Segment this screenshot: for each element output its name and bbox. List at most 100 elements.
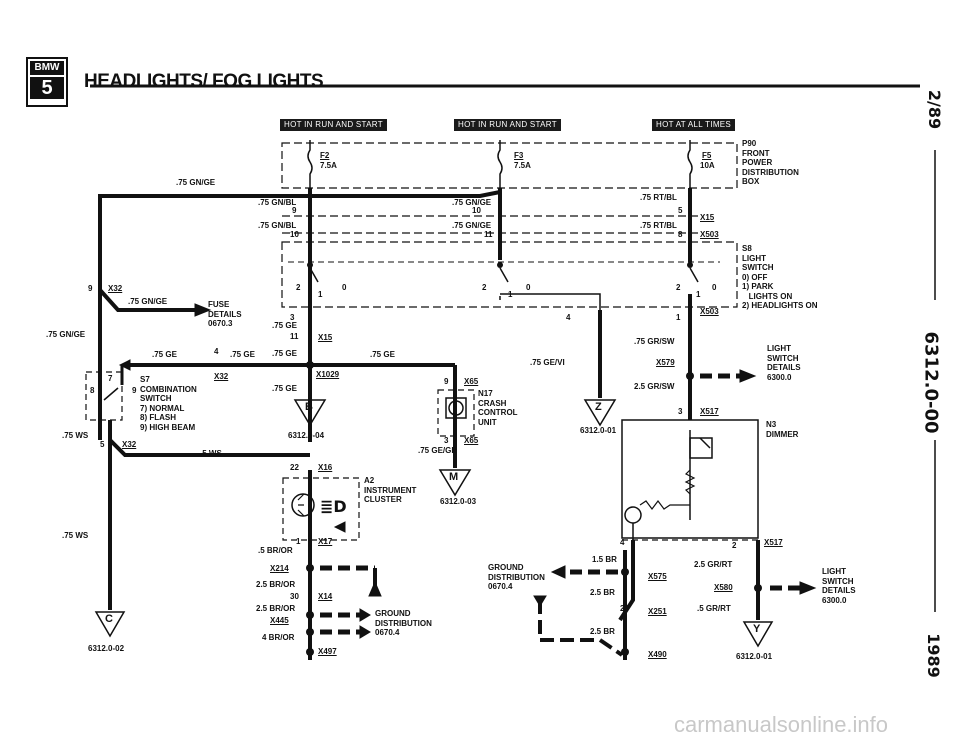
wire-label: .75 WS (62, 431, 89, 440)
reference-number: 6312.0-02 (88, 644, 125, 653)
light-switch-b-line: DETAILS (822, 586, 856, 595)
bmw-logo-text: BMW (30, 61, 64, 75)
wire-label: .75 RT/BL (640, 221, 677, 230)
n17-line: UNIT (478, 417, 497, 427)
switch-position: 1 (696, 290, 701, 299)
connector-label: X503 (700, 230, 719, 239)
ground-a-line: DISTRIBUTION (375, 618, 432, 628)
ground-b-line: DISTRIBUTION (488, 572, 545, 582)
wire-label: 2.5 BR/OR (256, 604, 296, 613)
wire-label: .75 GN/GE (46, 330, 86, 339)
s7-line: SWITCH (140, 394, 172, 403)
wire-label: 2.5 BR/OR (256, 580, 296, 589)
connector-label: X251 (648, 607, 667, 616)
wire-label: .75 GN/GE (452, 221, 492, 230)
pin-number: 4 (214, 347, 219, 356)
wire-label: .75 GE (370, 350, 395, 359)
headlight-indicator-icon: ≣D (320, 497, 347, 516)
connector-label: X1029 (316, 370, 340, 379)
n17-line: N17 (478, 389, 493, 398)
switch-position: 1 (318, 290, 323, 299)
connector-letter: M (449, 471, 459, 483)
wire-label: .5 WS (200, 449, 222, 458)
pin-number: 2 (732, 541, 737, 550)
pin-number: 30 (290, 592, 299, 601)
s7-line: S7 (140, 375, 150, 384)
wire-label: 2.5 GR/RT (694, 560, 733, 569)
pin-number: 10 (472, 206, 481, 215)
wire-label: .5 BR/OR (258, 546, 293, 555)
light-switch-b-line: SWITCH (822, 576, 854, 586)
fuse-f2: F2 (320, 151, 330, 160)
pin-number: 5 (100, 440, 105, 449)
connector-label: X517 (700, 407, 719, 416)
wire-label: .75 GE (152, 350, 177, 359)
pin-number: 9 (444, 377, 449, 386)
light-switch-a-line: DETAILS (767, 363, 801, 372)
bmw-logo: BMW 5 (26, 57, 68, 107)
reference-number: 6312.0-04 (288, 431, 325, 440)
connector-label: X445 (270, 616, 289, 625)
s7-position: 7 (108, 374, 113, 383)
pin-number: 9 (292, 206, 297, 215)
s7-line: 8) FLASH (140, 413, 176, 422)
s7-line: COMBINATION (140, 384, 197, 394)
p90-line: BOX (742, 177, 760, 186)
wire-label: .75 GN/GE (176, 178, 216, 187)
watermark: carmanualsonline.info (674, 712, 889, 737)
fuse-details-line: FUSE (208, 300, 230, 309)
n3-line: DIMMER (766, 429, 799, 439)
connector-label: X15 (318, 333, 333, 342)
fuse-f2-rating: 7.5A (320, 161, 337, 170)
switch-position: 0 (712, 283, 717, 292)
connector-label: X214 (270, 564, 289, 573)
pin-number: 10 (290, 230, 299, 239)
pin-number: 1 (676, 313, 681, 322)
connector-label: X65 (464, 377, 479, 386)
connector-label: X16 (318, 463, 333, 472)
fuse-f5: F5 (702, 151, 712, 160)
pin-number: 3 (444, 436, 449, 445)
pin-number: 22 (290, 463, 299, 472)
reference-number: 6312.0-01 (736, 652, 773, 661)
wire-label: 2.5 BR (590, 588, 615, 597)
s8-line: LIGHT (742, 253, 766, 263)
p90-line: P90 (742, 139, 757, 148)
light-switch-b-line: LIGHT (822, 567, 846, 576)
connector-label: X32 (108, 284, 123, 293)
wire-label: .75 GN/BL (258, 221, 297, 230)
wire-label: .75 GE (272, 321, 297, 330)
wire-label: .75 GE/GR (418, 446, 458, 455)
wire-label: .75 GN/GE (452, 198, 492, 207)
ground-a-line: 0670.4 (375, 628, 400, 637)
pin-number: 3 (290, 313, 295, 322)
wire-label: 2.5 BR (590, 627, 615, 636)
wire-label: .75 GE (272, 349, 297, 358)
banner-all-times: HOT AT ALL TIMES (652, 119, 736, 131)
connector-label: X503 (700, 307, 719, 316)
a2-line: INSTRUMENT (364, 485, 417, 495)
n17-line: CRASH (478, 398, 507, 408)
banner-run-start-2: HOT IN RUN AND START (454, 119, 561, 131)
connector-label: X32 (122, 440, 137, 449)
ground-a-line: GROUND (375, 609, 411, 618)
wire-label: 1.5 BR (592, 555, 617, 564)
s8-line: SWITCH (742, 263, 774, 272)
connector-label: X17 (318, 537, 333, 546)
wire-label: .75 GN/BL (258, 198, 297, 207)
reference-number: 6312.0-01 (580, 426, 617, 435)
wire-label: .75 GR/SW (634, 337, 675, 346)
fuse-f3: F3 (514, 151, 524, 160)
bmw-logo-series: 5 (30, 77, 64, 99)
connector-letter: C (105, 613, 113, 625)
light-switch-a-line: LIGHT (767, 344, 791, 353)
pin-number: 1 (296, 537, 301, 546)
s7-line: 9) HIGH BEAM (140, 422, 196, 432)
a2-line: A2 (364, 476, 375, 485)
